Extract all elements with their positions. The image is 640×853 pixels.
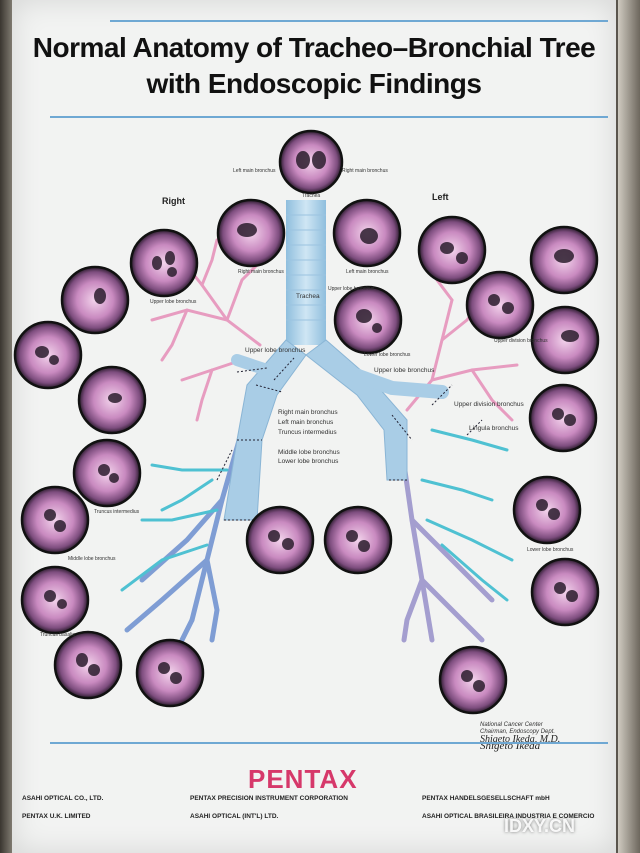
poster-title-line2: with Endoscopic Findings bbox=[146, 68, 482, 99]
endoscopic-view-right-upper bbox=[129, 228, 199, 298]
endoscopic-views bbox=[13, 129, 600, 715]
label-upper-lobe-left-circle: Upper lobe bronchus bbox=[328, 286, 375, 292]
footer-col3-company: PENTAX HANDELSGESELLSCHAFT mbH bbox=[422, 795, 550, 802]
trachea-shape bbox=[286, 200, 326, 345]
right-lower-branches bbox=[124, 427, 245, 643]
author-credit: National Cancer Center Chairman, Endosco… bbox=[480, 722, 561, 752]
endoscopic-view-b8-9-10-left bbox=[530, 557, 600, 627]
endoscopic-view-b9-10-left bbox=[438, 645, 508, 715]
label-right-main-circle: Right main bronchus bbox=[238, 269, 284, 275]
footer-col-2: PENTAX PRECISION INSTRUMENT CORPORATION … bbox=[190, 795, 390, 820]
label-lingula-bronchus: Lingula bronchus bbox=[469, 425, 519, 432]
trachea-rings bbox=[286, 214, 326, 321]
label-upper-lobe-small: Upper lobe bronchus bbox=[150, 299, 197, 305]
poster-title-line1: Normal Anatomy of Tracheo–Bronchial Tree bbox=[32, 32, 596, 63]
label-trachea: Trachea bbox=[296, 293, 320, 300]
label-trachea-small: Trachea bbox=[302, 193, 320, 199]
bottom-rule bbox=[50, 742, 608, 744]
poster: Normal Anatomy of Tracheo–Bronchial Tree… bbox=[12, 0, 616, 853]
wall-right bbox=[618, 0, 640, 853]
footer-col-3: PENTAX HANDELSGESELLSCHAFT mbH ASAHI OPT… bbox=[422, 795, 612, 820]
label-left-main-bronchus: Left main bronchus bbox=[278, 419, 334, 426]
footer-col2-company: PENTAX PRECISION INSTRUMENT CORPORATION bbox=[190, 795, 348, 802]
label-middle-lobe-bronchus: Middle lobe bronchus bbox=[278, 449, 341, 456]
endoscopic-view-truncus-basalis bbox=[20, 565, 90, 635]
endoscopic-view-left-lower bbox=[323, 505, 393, 575]
pentax-logo: PENTAX bbox=[248, 764, 358, 794]
left-side-label: Left bbox=[432, 192, 449, 202]
wall-left bbox=[0, 0, 14, 853]
credit-line2: Chairman, Endoscopy Dept. bbox=[480, 729, 556, 735]
right-side-label: Right bbox=[162, 196, 185, 206]
endoscopic-view-upper-division bbox=[465, 270, 535, 340]
endoscopic-view-b9-10-right bbox=[135, 638, 205, 708]
label-middle-lobe-small: Middle lobe bronchus bbox=[68, 556, 116, 562]
footer-col2-branch: ASAHI OPTICAL (INT'L) LTD. bbox=[190, 813, 279, 820]
credit-line1: National Cancer Center bbox=[480, 722, 543, 728]
label-left-main-circle: Left main bronchus bbox=[346, 269, 389, 275]
endoscopic-view-carina bbox=[278, 129, 344, 195]
top-rule bbox=[110, 20, 608, 22]
label-left-main-top: Left main bronchus bbox=[233, 168, 276, 174]
endoscopic-view-lower-lobe-left bbox=[512, 475, 582, 545]
label-upper-lobe-left: Upper lobe bronchus bbox=[374, 367, 435, 374]
label-upper-division-small: Upper division bronchus bbox=[494, 338, 548, 344]
footer-col-1: ASAHI OPTICAL CO., LTD. PENTAX U.K. LIMI… bbox=[22, 795, 192, 820]
label-right-main-top: Right main bronchus bbox=[342, 168, 388, 174]
bronchial-openings bbox=[35, 151, 579, 692]
label-lower-lobe-bronchus: Lower lobe bronchus bbox=[278, 458, 339, 465]
footer-col1-branch: PENTAX U.K. LIMITED bbox=[22, 813, 91, 820]
label-lower-lobe-small: Lower lobe bronchus bbox=[527, 547, 574, 553]
footer-col3-branch: ASAHI OPTICAL BRASILEIRA INDUSTRIA E COM… bbox=[422, 813, 595, 820]
credit-name: Shigeto Ikeda, M.D. bbox=[480, 734, 561, 745]
label-lower-lobe-left-circle: Lower lobe bronchus bbox=[364, 352, 411, 358]
label-upper-lobe-right: Upper lobe bronchus bbox=[245, 347, 306, 354]
endoscopic-view-right-lower bbox=[245, 505, 315, 575]
footer-col1-company: ASAHI OPTICAL CO., LTD. bbox=[22, 795, 104, 802]
credit-signature: Shigeto Ikeda bbox=[480, 740, 541, 752]
label-truncus-basalis: Truncus basalis bbox=[40, 632, 75, 638]
label-upper-division-bronchus: Upper division bronchus bbox=[454, 401, 524, 408]
left-upper-lobe-bronchus-shape bbox=[340, 365, 449, 399]
endoscopic-view-middle-lobe bbox=[20, 485, 90, 555]
section-markers bbox=[216, 357, 483, 521]
bronchial-tree-illustration: Left main bronchus Right main bronchus T… bbox=[13, 129, 600, 715]
label-truncus-intermedius: Truncus intermedius bbox=[278, 429, 337, 436]
title-rule bbox=[50, 116, 608, 118]
watermark: IDXY.CN bbox=[504, 816, 576, 836]
endoscopic-view-b8-9-10-right bbox=[53, 630, 123, 700]
left-cyan-branches bbox=[420, 428, 514, 602]
endoscopic-view-b4-5-left bbox=[528, 383, 598, 453]
label-right-main-bronchus: Right main bronchus bbox=[278, 409, 338, 416]
right-cyan-branches bbox=[120, 463, 229, 592]
left-lower-branches bbox=[399, 447, 495, 643]
label-truncus-intermedius-small: Truncus intermedius bbox=[94, 509, 140, 515]
